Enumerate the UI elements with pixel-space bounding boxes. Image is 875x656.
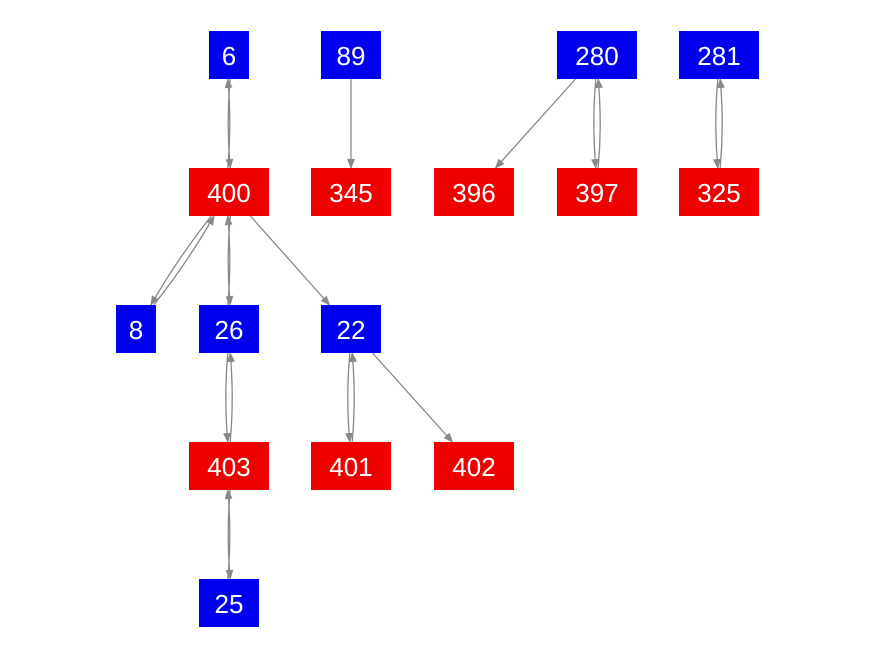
- edge-400-to-6: [224, 78, 233, 169]
- edge-403-to-26: [227, 352, 235, 443]
- node-325-label: 325: [697, 178, 740, 208]
- node-402-label: 402: [452, 452, 495, 482]
- edge-281-to-325: [713, 78, 721, 169]
- node-8-box: [116, 305, 156, 353]
- node-281-box: [679, 31, 759, 79]
- node-325[interactable]: 325: [679, 168, 759, 216]
- node-26-box: [199, 305, 259, 353]
- edge-22-to-402: [372, 352, 454, 443]
- node-22-box: [321, 305, 381, 353]
- node-281-label: 281: [697, 41, 740, 71]
- edge-25-to-403: [224, 489, 233, 580]
- node-22[interactable]: 22: [321, 305, 381, 353]
- edge-400-to-22: [249, 215, 331, 306]
- edge-26-to-403: [223, 352, 231, 443]
- node-25[interactable]: 25: [199, 579, 259, 627]
- node-25-box: [199, 579, 259, 627]
- node-280[interactable]: 280: [557, 31, 637, 79]
- node-25-label: 25: [215, 589, 244, 619]
- edge-8-to-400: [153, 215, 215, 306]
- node-396-label: 396: [452, 178, 495, 208]
- node-402-box: [434, 442, 514, 490]
- node-396-box: [434, 168, 514, 216]
- node-345-label: 345: [329, 178, 372, 208]
- node-345[interactable]: 345: [311, 168, 391, 216]
- node-281[interactable]: 281: [679, 31, 759, 79]
- node-403-label: 403: [207, 452, 250, 482]
- node-401-box: [311, 442, 391, 490]
- node-397-box: [557, 168, 637, 216]
- node-325-box: [679, 168, 759, 216]
- edge-401-to-22: [349, 352, 357, 443]
- node-6-label: 6: [222, 41, 236, 71]
- edge-280-to-396: [494, 78, 576, 169]
- node-396[interactable]: 396: [434, 168, 514, 216]
- edge-400-to-8: [150, 215, 212, 306]
- node-280-label: 280: [575, 41, 618, 71]
- edge-26-to-400: [224, 215, 233, 306]
- node-400-label: 400: [207, 178, 250, 208]
- node-8-label: 8: [129, 315, 143, 345]
- node-26[interactable]: 26: [199, 305, 259, 353]
- node-400-box: [189, 168, 269, 216]
- node-402[interactable]: 402: [434, 442, 514, 490]
- node-403[interactable]: 403: [189, 442, 269, 490]
- nodes-layer: 6 89 280 281 400 345 396 397 325 8 26 22 403 401 402 25: [116, 31, 759, 627]
- node-22-label: 22: [337, 315, 366, 345]
- node-280-box: [557, 31, 637, 79]
- node-26-label: 26: [215, 315, 244, 345]
- node-89[interactable]: 89: [321, 31, 381, 79]
- edge-22-to-401: [345, 352, 353, 443]
- node-401[interactable]: 401: [311, 442, 391, 490]
- node-401-label: 401: [329, 452, 372, 482]
- node-397-label: 397: [575, 178, 618, 208]
- node-345-box: [311, 168, 391, 216]
- node-400[interactable]: 400: [189, 168, 269, 216]
- node-6-box: [209, 31, 249, 79]
- edge-325-to-281: [717, 78, 725, 169]
- node-89-box: [321, 31, 381, 79]
- edge-280-to-397: [591, 78, 599, 169]
- node-397[interactable]: 397: [557, 168, 637, 216]
- node-6[interactable]: 6: [209, 31, 249, 79]
- node-8[interactable]: 8: [116, 305, 156, 353]
- node-89-label: 89: [337, 41, 366, 71]
- node-403-box: [189, 442, 269, 490]
- edges-layer: [150, 78, 725, 580]
- edge-397-to-280: [595, 78, 603, 169]
